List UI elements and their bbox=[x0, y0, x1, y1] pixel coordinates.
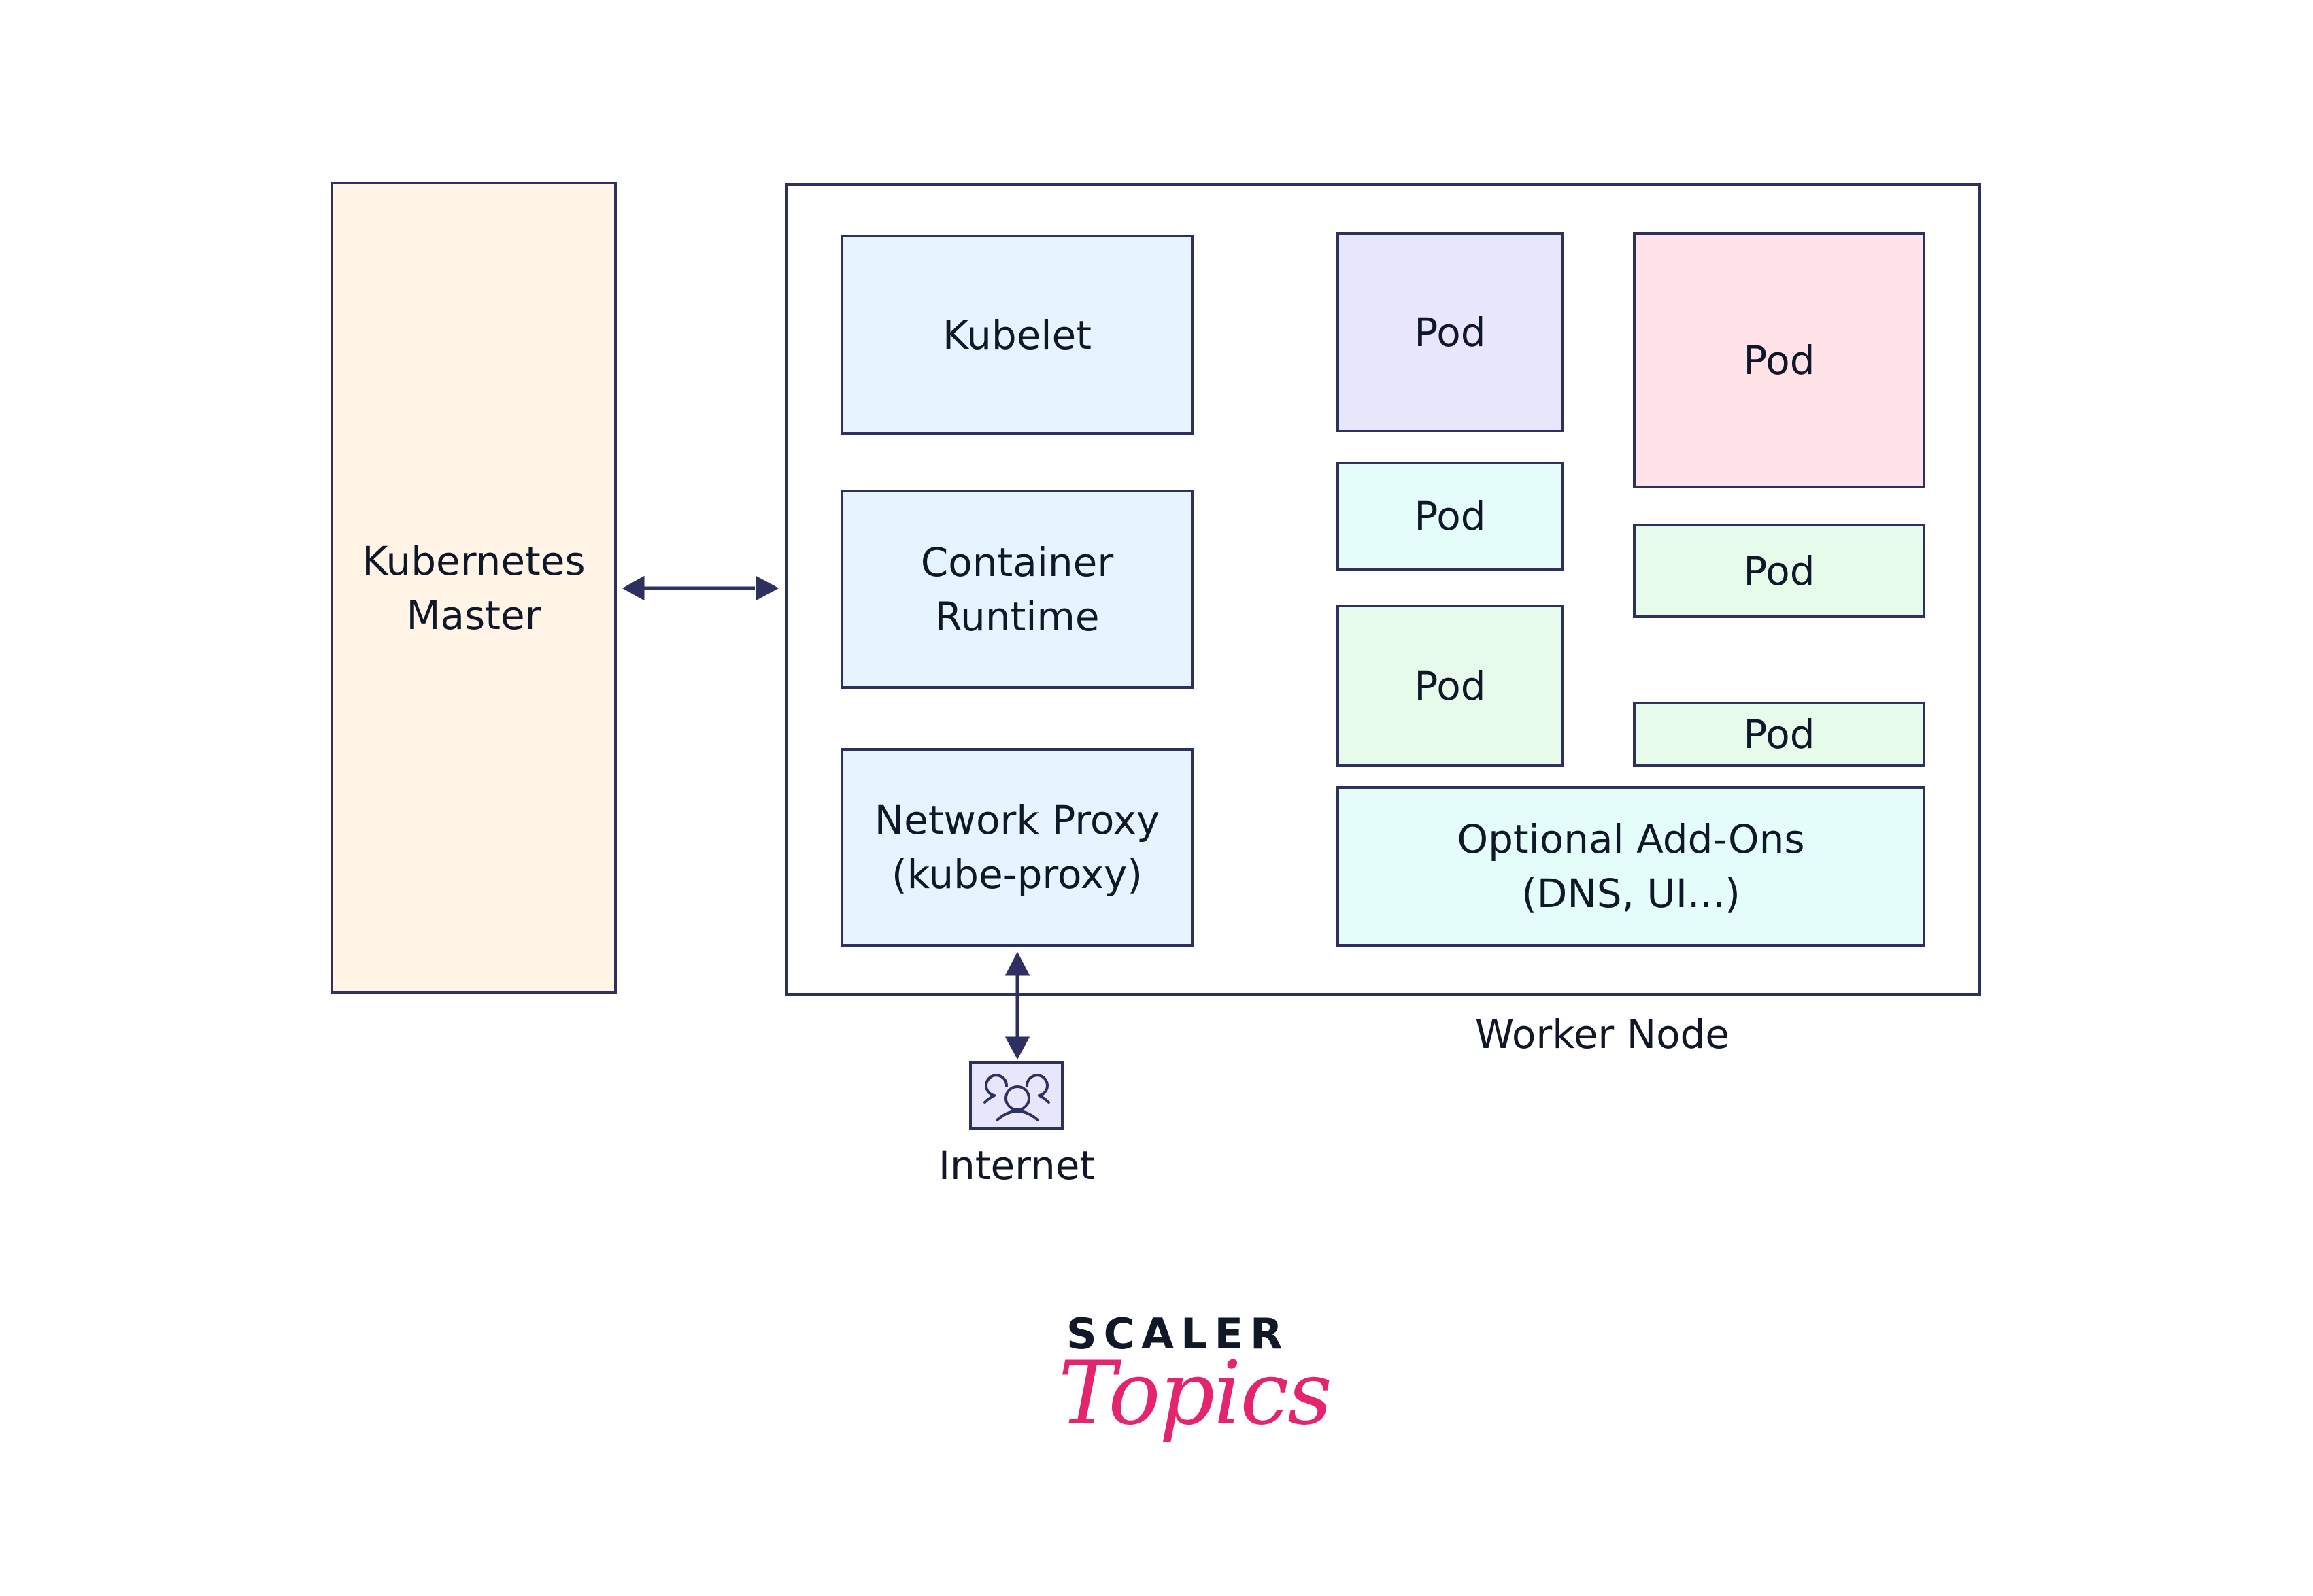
pod-box: Pod bbox=[1633, 702, 1925, 767]
arrowhead-left bbox=[622, 575, 645, 601]
arrowhead-up bbox=[1004, 951, 1030, 976]
pod-label: Pod bbox=[1414, 309, 1486, 356]
optional-addons-label: Optional Add-Ons (DNS, UI...) bbox=[1457, 816, 1805, 917]
pod-label: Pod bbox=[1743, 711, 1815, 758]
worker-node-label: Worker Node bbox=[1474, 1011, 1730, 1057]
container-runtime-label: Container Runtime bbox=[920, 539, 1114, 640]
pod-box: Pod bbox=[1336, 605, 1564, 767]
internet-box bbox=[969, 1061, 1064, 1130]
network-proxy-box: Network Proxy (kube-proxy) bbox=[841, 748, 1194, 947]
logo-scaler-text: SCALER bbox=[1066, 1309, 1289, 1359]
pod-box: Pod bbox=[1336, 462, 1564, 571]
users-group-icon bbox=[983, 1074, 1050, 1121]
kubelet-label: Kubelet bbox=[943, 311, 1092, 358]
pod-box: Pod bbox=[1336, 232, 1564, 432]
pod-label: Pod bbox=[1414, 493, 1486, 539]
pod-label: Pod bbox=[1743, 547, 1815, 594]
internet-label: Internet bbox=[938, 1142, 1096, 1189]
optional-addons-box: Optional Add-Ons (DNS, UI...) bbox=[1336, 786, 1925, 947]
logo-topics-text: Topics bbox=[1058, 1343, 1332, 1444]
kubelet-box: Kubelet bbox=[841, 235, 1194, 435]
kubernetes-master-label: Kubernetes Master bbox=[362, 537, 586, 639]
kubernetes-master-box: Kubernetes Master bbox=[331, 182, 617, 994]
arrowhead-right bbox=[756, 575, 779, 601]
pod-box: Pod bbox=[1633, 232, 1925, 488]
container-runtime-box: Container Runtime bbox=[841, 490, 1194, 689]
network-proxy-label: Network Proxy (kube-proxy) bbox=[874, 797, 1160, 898]
pod-box: Pod bbox=[1633, 524, 1925, 618]
pod-label: Pod bbox=[1743, 337, 1815, 384]
pod-label: Pod bbox=[1414, 662, 1486, 709]
arrowhead-down bbox=[1004, 1036, 1030, 1060]
